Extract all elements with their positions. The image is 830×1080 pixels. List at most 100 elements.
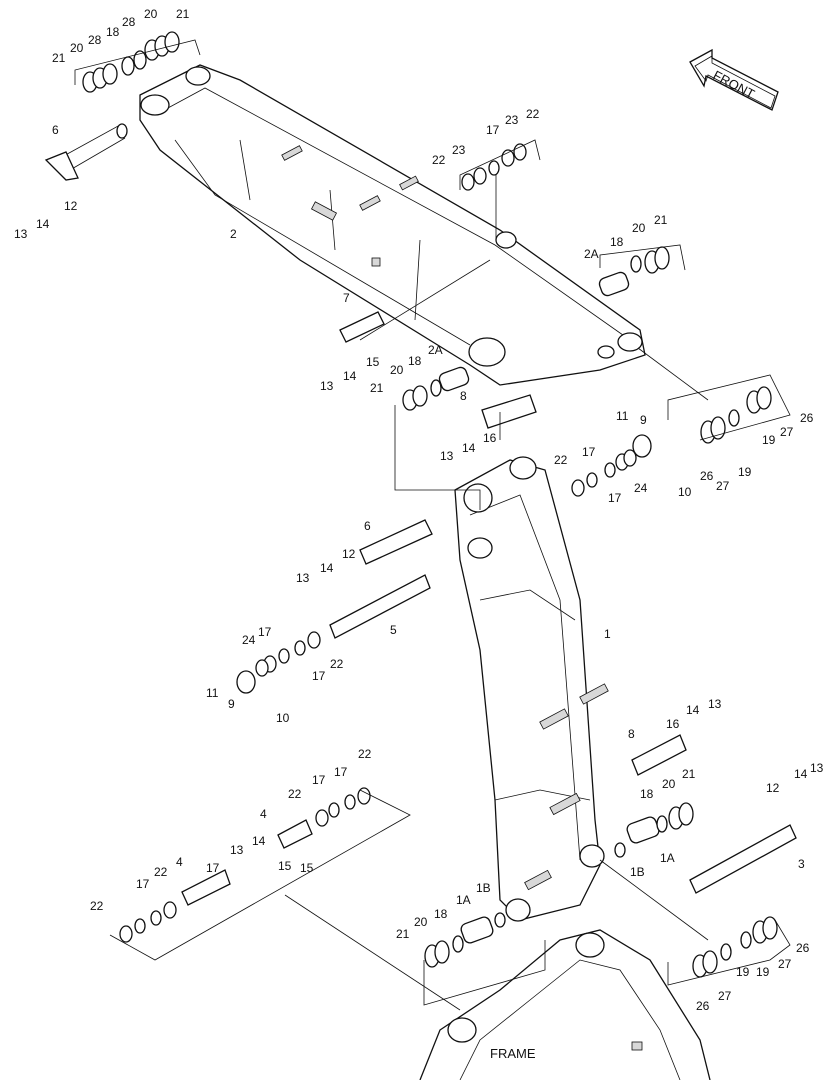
- callout-26: 26: [800, 411, 814, 425]
- callout-18: 18: [106, 25, 120, 39]
- callout-17: 17: [486, 123, 500, 137]
- callout-12: 12: [766, 781, 780, 795]
- callout-8: 8: [460, 389, 467, 403]
- callout-17: 17: [206, 861, 220, 875]
- callout-1b: 1B: [476, 881, 491, 895]
- callout-19: 19: [738, 465, 752, 479]
- callout-9: 9: [640, 413, 647, 427]
- callout-2a: 2A: [428, 343, 443, 357]
- callout-4: 4: [176, 855, 183, 869]
- callout-5: 5: [390, 623, 397, 637]
- callout-10: 10: [276, 711, 290, 725]
- callout-18: 18: [610, 235, 624, 249]
- callout-24: 24: [634, 481, 648, 495]
- callout-13: 13: [230, 843, 244, 857]
- callout-1: 1: [604, 627, 611, 641]
- callout-20: 20: [390, 363, 404, 377]
- callout-8: 8: [628, 727, 635, 741]
- callout-14: 14: [252, 834, 266, 848]
- callout-26: 26: [796, 941, 810, 955]
- callout-28: 28: [88, 33, 102, 47]
- callout-1a: 1A: [456, 893, 471, 907]
- callout-20: 20: [662, 777, 676, 791]
- callout-21: 21: [52, 51, 66, 65]
- callout-11: 11: [616, 409, 629, 423]
- callout-17: 17: [334, 765, 348, 779]
- callout-18: 18: [434, 907, 448, 921]
- callout-19: 19: [756, 965, 770, 979]
- callout-13: 13: [296, 571, 310, 585]
- callout-22: 22: [526, 107, 540, 121]
- front-direction-arrow: FRONT: [689, 48, 779, 111]
- callout-23: 23: [505, 113, 519, 127]
- callout-4: 4: [260, 807, 267, 821]
- callout-21: 21: [370, 381, 384, 395]
- ring-clusters: [82, 31, 778, 978]
- callout-17: 17: [312, 669, 326, 683]
- callout-14: 14: [36, 217, 50, 231]
- callout-14: 14: [462, 441, 476, 455]
- callout-2: 2: [230, 227, 237, 241]
- callout-13: 13: [440, 449, 454, 463]
- callout-18: 18: [408, 354, 422, 368]
- callout-26: 26: [700, 469, 714, 483]
- group-boxes: [74, 39, 791, 1006]
- callout-22: 22: [358, 747, 372, 761]
- callout-20: 20: [70, 41, 84, 55]
- callout-21: 21: [176, 7, 190, 21]
- frame-label: FRAME: [490, 1046, 536, 1061]
- callout-3: 3: [798, 857, 805, 871]
- callout-13: 13: [320, 379, 334, 393]
- callout-22: 22: [554, 453, 568, 467]
- callout-20: 20: [144, 7, 158, 21]
- callout-6: 6: [52, 123, 59, 137]
- callout-19: 19: [762, 433, 776, 447]
- callout-13: 13: [708, 697, 722, 711]
- callout-6: 6: [364, 519, 371, 533]
- callout-20: 20: [632, 221, 646, 235]
- callout-1a: 1A: [660, 851, 675, 865]
- callout-21: 21: [682, 767, 696, 781]
- callout-12: 12: [64, 199, 78, 213]
- callout-17: 17: [312, 773, 326, 787]
- callout-13: 13: [810, 761, 824, 775]
- callout-10: 10: [678, 485, 692, 499]
- frame-structure: FRAME: [419, 929, 711, 1080]
- callout-9: 9: [228, 697, 235, 711]
- callout-2a: 2A: [584, 247, 599, 261]
- callout-14: 14: [320, 561, 334, 575]
- callout-26: 26: [696, 999, 710, 1013]
- callout-12: 12: [342, 547, 356, 561]
- callout-17: 17: [608, 491, 622, 505]
- callout-20: 20: [414, 915, 428, 929]
- callout-1b: 1B: [630, 865, 645, 879]
- callout-15: 15: [300, 861, 314, 875]
- callout-17: 17: [258, 625, 272, 639]
- callout-21: 21: [396, 927, 410, 941]
- callout-21: 21: [654, 213, 668, 227]
- callout-17: 17: [582, 445, 596, 459]
- callout-14: 14: [686, 703, 700, 717]
- callout-22: 22: [154, 865, 168, 879]
- callout-22: 22: [330, 657, 344, 671]
- callout-17: 17: [136, 877, 150, 891]
- callout-16: 16: [666, 717, 680, 731]
- pin-parts: [44, 123, 797, 944]
- callout-27: 27: [780, 425, 794, 439]
- callout-23: 23: [452, 143, 466, 157]
- connector-lines: [284, 175, 709, 1011]
- callout-19: 19: [736, 965, 750, 979]
- callout-13: 13: [14, 227, 28, 241]
- callout-14: 14: [794, 767, 808, 781]
- callout-28: 28: [122, 15, 136, 29]
- callout-24: 24: [242, 633, 256, 647]
- callout-7: 7: [343, 291, 350, 305]
- callout-27: 27: [716, 479, 730, 493]
- callout-27: 27: [778, 957, 792, 971]
- callout-15: 15: [278, 859, 292, 873]
- callout-11: 11: [206, 686, 219, 700]
- callout-27: 27: [718, 989, 732, 1003]
- boom-assembly: [454, 456, 609, 922]
